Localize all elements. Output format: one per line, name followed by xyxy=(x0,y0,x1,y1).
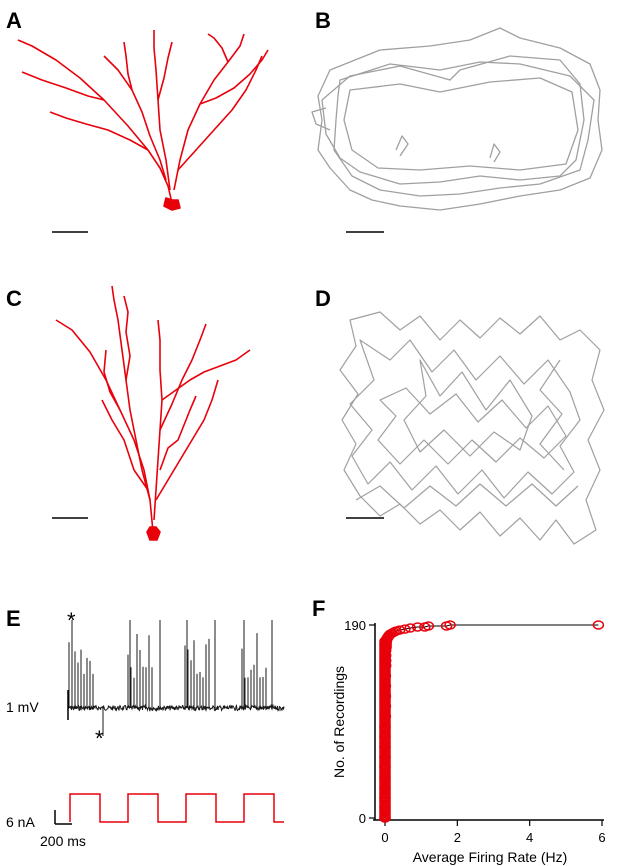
panel-d: D xyxy=(315,286,605,545)
voltage-trace xyxy=(67,620,285,736)
neuron-morphology-a xyxy=(17,30,269,211)
chart-f: 0 2 4 6 0 190 Average Firing Rate (Hz) No. of… xyxy=(331,618,606,865)
x-tick-label: 4 xyxy=(526,830,533,845)
panel-label-d: D xyxy=(315,286,331,311)
data-point xyxy=(393,625,406,635)
series-points xyxy=(379,620,605,823)
panel-label-a: A xyxy=(6,8,22,33)
x-tick-label: 6 xyxy=(598,830,605,845)
panel-c: C xyxy=(6,285,251,541)
data-point xyxy=(404,623,417,633)
neuron-morphology-c xyxy=(55,285,251,541)
data-point xyxy=(379,636,391,647)
panel-b: B xyxy=(311,8,603,233)
panel-label-e: E xyxy=(6,606,21,631)
axis-ticks: 0 2 4 6 0 190 xyxy=(344,618,605,845)
panel-label-c: C xyxy=(6,286,22,311)
trajectory-b xyxy=(311,27,603,211)
panel-label-b: B xyxy=(315,8,331,33)
data-point xyxy=(592,620,605,630)
spike-marker-bottom: * xyxy=(95,726,104,751)
y-axis-label: No. of Recordings xyxy=(331,666,347,778)
y-tick-label: 190 xyxy=(344,618,366,633)
current-scale-label: 6 nA xyxy=(6,814,35,830)
panel-a: A xyxy=(6,8,269,233)
panel-e: E * * 1 mV 6 nA 200 ms xyxy=(6,606,285,849)
time-scale-label: 200 ms xyxy=(40,833,86,849)
x-axis-label: Average Firing Rate (Hz) xyxy=(413,849,568,865)
panel-f: F 0 2 4 6 0 190 Average Firing Rate (Hz) No. … xyxy=(312,596,606,865)
data-point xyxy=(399,624,411,634)
x-tick-label: 2 xyxy=(454,830,461,845)
data-point xyxy=(411,622,424,632)
data-point xyxy=(388,627,400,637)
x-tick-label: 0 xyxy=(381,830,388,845)
data-point xyxy=(444,620,456,630)
data-point xyxy=(422,621,435,631)
voltage-scale-label: 1 mV xyxy=(6,699,39,715)
y-tick-label: 0 xyxy=(359,811,366,826)
series-line xyxy=(384,624,599,818)
panel-label-f: F xyxy=(312,596,325,621)
trajectory-d xyxy=(339,311,605,545)
current-trace xyxy=(69,793,284,823)
